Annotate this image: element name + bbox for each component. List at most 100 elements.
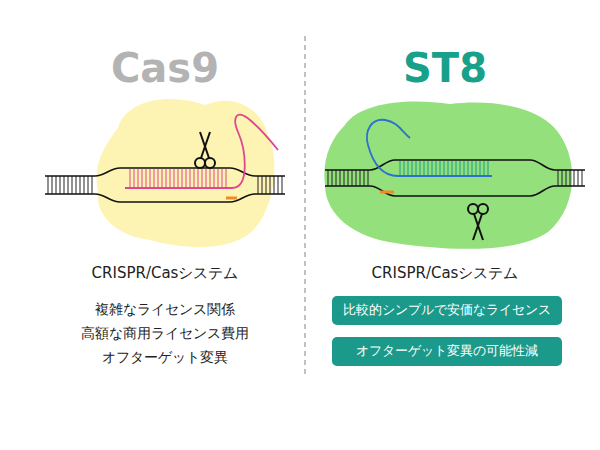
base-pair	[154, 169, 155, 187]
dna-strand	[325, 186, 585, 196]
base-pair	[400, 161, 401, 175]
base-pair	[460, 161, 461, 175]
base-pair	[182, 169, 183, 187]
base-pair	[162, 169, 163, 187]
base-pair	[472, 161, 473, 175]
base-pair	[408, 161, 409, 175]
drawback-text: 高額な商用ライセンス費用	[81, 325, 249, 342]
base-pair	[574, 170, 575, 186]
base-pair	[480, 161, 481, 175]
benefit-box: 比較的シンプルで安価なライセンス	[332, 296, 562, 325]
base-pair	[562, 170, 563, 186]
base-pair	[190, 169, 191, 187]
base-pair	[578, 170, 579, 186]
column-title: Cas9	[111, 44, 219, 92]
base-pair	[356, 170, 357, 186]
pam	[226, 197, 237, 200]
base-pair	[142, 169, 143, 187]
base-pair	[134, 169, 135, 187]
pam	[380, 191, 394, 194]
base-pair	[416, 161, 417, 175]
base-pair	[368, 170, 369, 186]
column-title: ST8	[403, 44, 487, 92]
base-pair	[60, 176, 61, 194]
base-pair	[56, 176, 57, 194]
base-pair	[262, 176, 263, 194]
base-pair	[198, 169, 199, 187]
base-pair	[266, 176, 267, 194]
base-pair	[332, 170, 333, 186]
base-pair	[558, 170, 559, 186]
base-pair	[582, 170, 583, 186]
base-pair	[222, 169, 223, 187]
base-pair	[464, 161, 465, 175]
base-pair	[80, 176, 81, 194]
base-pair	[432, 161, 433, 175]
base-pair	[72, 176, 73, 194]
dna-strand	[325, 160, 585, 170]
base-pair	[456, 161, 457, 175]
base-pair	[170, 169, 171, 187]
base-pair	[364, 170, 365, 186]
base-pair	[210, 169, 211, 187]
base-pair	[274, 176, 275, 194]
base-pair	[68, 176, 69, 194]
base-pair	[444, 161, 445, 175]
base-pair	[428, 161, 429, 175]
base-pair	[64, 176, 65, 194]
base-pair	[404, 161, 405, 175]
base-pair	[282, 176, 283, 194]
system-label: CRISPR/Casシステム	[92, 264, 239, 282]
divider	[304, 36, 305, 378]
base-pair	[186, 169, 187, 187]
base-pair	[226, 169, 227, 187]
base-pair	[48, 176, 49, 194]
base-pair	[92, 176, 93, 194]
base-pair	[412, 161, 413, 175]
base-pair	[352, 170, 353, 186]
base-pair	[146, 169, 147, 187]
base-pair	[344, 170, 345, 186]
base-pair	[270, 176, 271, 194]
dna-strand	[45, 194, 285, 202]
drawback-text: オフターゲット変異	[102, 349, 228, 366]
base-pair	[218, 169, 219, 187]
base-pair	[484, 161, 485, 175]
base-pair	[336, 170, 337, 186]
base-pair	[468, 161, 469, 175]
base-pair	[158, 169, 159, 187]
base-pair	[206, 169, 207, 187]
base-pair	[166, 169, 167, 187]
base-pair	[76, 176, 77, 194]
yellow-blob	[96, 99, 274, 247]
base-pair	[130, 169, 131, 187]
system-label: CRISPR/Casシステム	[372, 264, 519, 282]
base-pair	[194, 169, 195, 187]
base-pair	[88, 176, 89, 194]
base-pair	[202, 169, 203, 187]
base-pair	[440, 161, 441, 175]
drawback-text: 複雑なライセンス関係	[95, 301, 235, 318]
scissors	[468, 204, 488, 240]
base-pair	[420, 161, 421, 175]
guide-rna	[367, 120, 492, 176]
base-pair	[178, 169, 179, 187]
benefit-text: 比較的シンプルで安価なライセンス	[343, 302, 551, 318]
base-pair	[566, 170, 567, 186]
base-pair	[328, 170, 329, 186]
guide-rna	[125, 115, 278, 188]
base-pair	[360, 170, 361, 186]
base-pair	[52, 176, 53, 194]
base-pair	[424, 161, 425, 175]
dna-strand	[45, 168, 285, 176]
base-pair	[278, 176, 279, 194]
base-pair	[476, 161, 477, 175]
benefit-box: オフターゲット変異の可能性減	[332, 337, 562, 366]
base-pair	[214, 169, 215, 187]
base-pair	[570, 170, 571, 186]
benefit-text: オフターゲット変異の可能性減	[356, 343, 538, 359]
base-pair	[174, 169, 175, 187]
scissors	[195, 132, 215, 168]
base-pair	[348, 170, 349, 186]
